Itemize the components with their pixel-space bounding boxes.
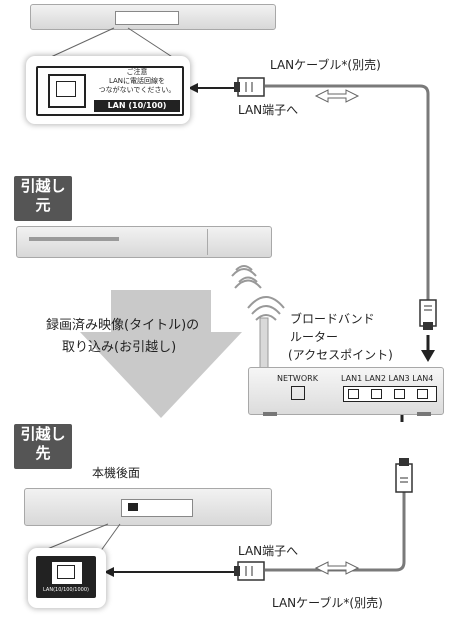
broadband-router: NETWORK LAN1 LAN2 LAN3 LAN4 [248, 367, 444, 416]
router-label-line2: ルーター [290, 330, 339, 344]
router-foot-left [263, 412, 277, 416]
router-foot-right [417, 412, 431, 416]
destination-badge: 引越し 先 [14, 424, 72, 469]
destination-badge-line1: 引越し [20, 425, 66, 443]
source-rear-port-strip [115, 11, 179, 25]
top-horizontal-plug-icon [234, 77, 265, 97]
top-vertical-plug-icon [419, 299, 437, 330]
warning-title: ご注意 [126, 68, 148, 76]
destination-badge-line2: 先 [35, 444, 51, 462]
bottom-double-arrow [314, 561, 360, 575]
destination-port-callout: LAN(10/100/1000) [28, 548, 106, 608]
rear-panel-label: 本機後面 [92, 466, 141, 480]
source-badge-line1: 引越し [20, 177, 66, 195]
router-network-label: NETWORK [277, 374, 318, 383]
wireless-icon-source [231, 265, 257, 277]
wireless-icon-router [247, 296, 285, 321]
transfer-caption-line1: 録画済み映像(タイトル)の [46, 318, 200, 333]
destination-device-rear [24, 488, 272, 526]
warning-line2: つながないでください。 [98, 86, 176, 94]
warning-line1: LANに電話回線を [108, 77, 166, 85]
warning-box: ご注意 LANに電話回線を つながないでください。 [94, 68, 180, 102]
transfer-caption-line2: 取り込み(お引越し) [62, 340, 177, 355]
router-lan-port-bank [343, 386, 437, 402]
destination-lan-jack-icon [50, 560, 84, 586]
bottom-cable-label: LANケーブル*(別売) [272, 596, 383, 610]
top-port-label: LAN端子へ [238, 103, 299, 117]
bottom-connect-arrowhead [104, 567, 114, 577]
top-lan-cable [265, 84, 430, 300]
wireless-icon-source-bottom [234, 276, 262, 289]
source-port-callout: ご注意 LANに電話回線を つながないでください。 LAN (10/100) [26, 56, 190, 124]
top-connect-arrowhead [188, 83, 198, 93]
destination-rear-port-strip [121, 499, 193, 517]
source-port-panel: ご注意 LANに電話回線を つながないでください。 LAN (10/100) [36, 66, 184, 116]
source-port-label: LAN (10/100) [94, 100, 180, 112]
destination-port-label: LAN(10/100/1000) [43, 587, 89, 593]
router-label-line1: ブロードバンド [290, 312, 375, 326]
router-lan-ports-label: LAN1 LAN2 LAN3 LAN4 [341, 374, 434, 383]
top-double-arrow [314, 89, 360, 103]
destination-port-panel: LAN(10/100/1000) [36, 556, 96, 598]
router-in-arrowhead [421, 350, 435, 362]
transfer-arrow-icon [80, 290, 242, 418]
bottom-port-label: LAN端子へ [238, 544, 299, 558]
disc-slot [29, 237, 119, 241]
source-device-front [16, 226, 272, 258]
top-cable-label: LANケーブル*(別売) [270, 58, 381, 72]
router-network-port-icon [291, 386, 305, 400]
source-lan-jack-icon [48, 74, 86, 108]
source-badge: 引越し 元 [14, 176, 72, 221]
bottom-callout-leader [39, 523, 121, 553]
source-device-rear [30, 4, 276, 30]
router-antenna [259, 317, 269, 371]
bottom-horizontal-plug-icon [234, 561, 265, 581]
source-badge-line2: 元 [35, 196, 51, 214]
bottom-vertical-plug-icon [395, 458, 413, 493]
bottom-lan-cable [265, 492, 406, 572]
router-label-line3: (アクセスポイント) [288, 348, 393, 362]
front-divider [207, 229, 208, 255]
